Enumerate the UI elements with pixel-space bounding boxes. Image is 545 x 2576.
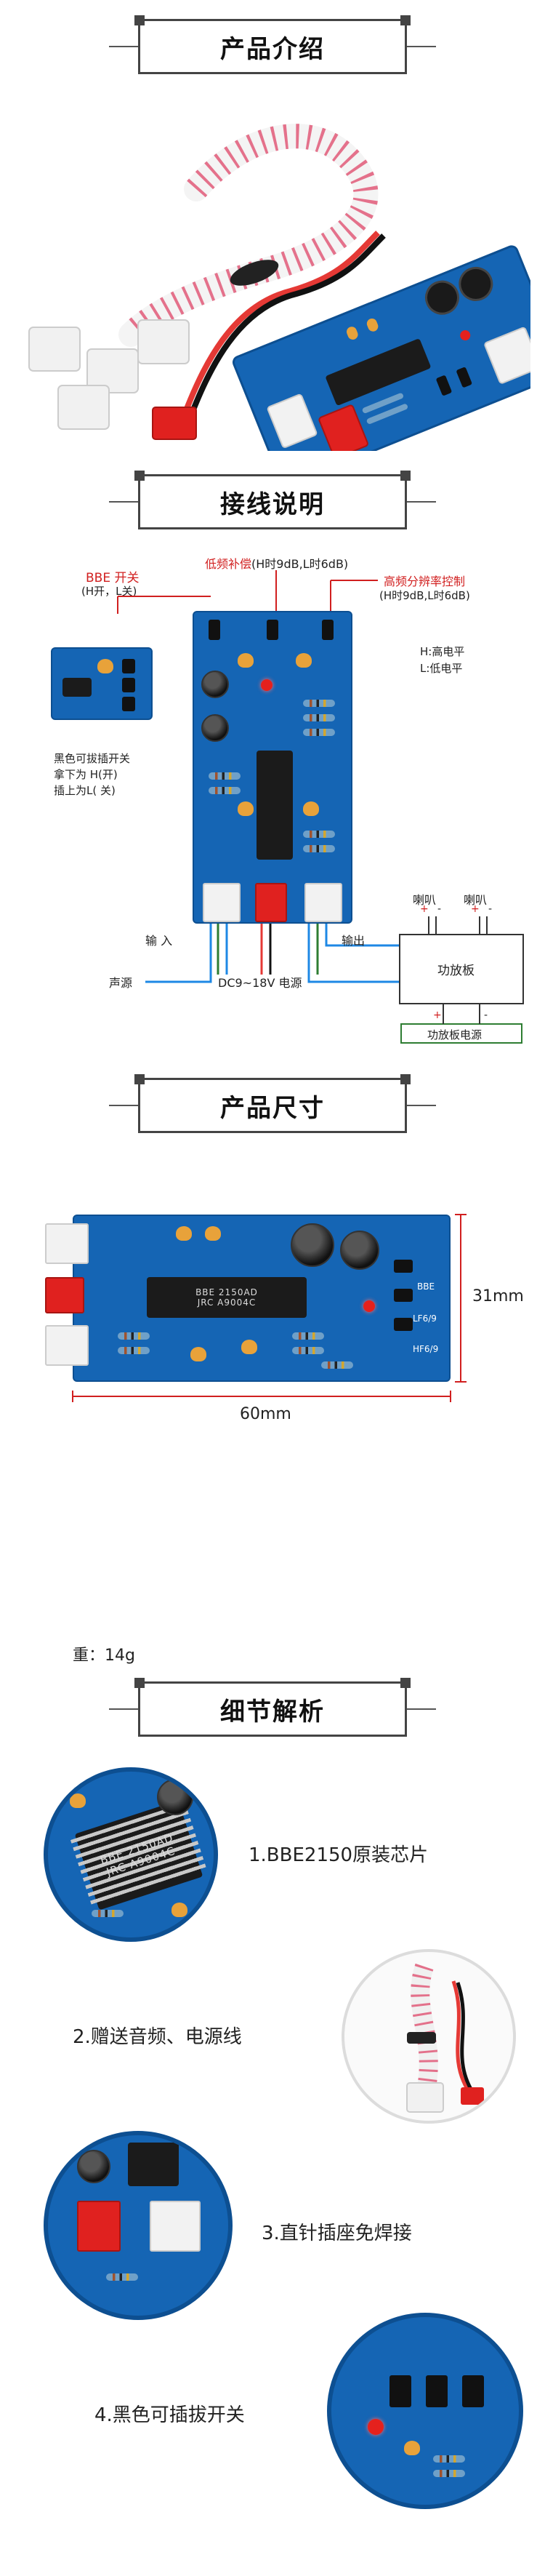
- amp-power-label: 功放板电源: [427, 1028, 483, 1041]
- detail-item-3: 3.直针插座免焊接: [262, 2223, 412, 2244]
- side-label-lf: LF6/9: [413, 1313, 437, 1324]
- weight-label: 重：14g: [73, 1647, 135, 1665]
- product-illustration: [28, 124, 545, 487]
- section-header-size: 产品尺寸: [0, 1074, 545, 1135]
- jumper-inset: [51, 647, 153, 720]
- side-label-bbe: BBE: [417, 1281, 435, 1292]
- bbe-switch-label: BBE 开关: [86, 571, 140, 585]
- height-dimension: 31mm: [472, 1287, 524, 1305]
- section-title: 接线说明: [134, 471, 411, 529]
- detail-item-1: 1.BBE2150原装芯片: [249, 1844, 429, 1866]
- detail-cable-photo: [342, 1949, 516, 2124]
- power-label: DC9~18V 电源: [218, 976, 302, 990]
- input-label: 输 入: [145, 934, 173, 948]
- leader-lines: [117, 570, 524, 1044]
- wiring-pcb: [193, 611, 352, 924]
- side-label-hf: HF6/9: [413, 1344, 439, 1354]
- legend-low: L:低电平: [420, 662, 463, 675]
- wiring-diagram: BBE 开关 (H开，L关) 低频补偿(H时9dB,L时6dB) 高频分辨率控制…: [0, 538, 545, 1062]
- detail-item-2: 2.赠送音频、电源线: [73, 2026, 242, 2048]
- speaker-right-plus: +: [471, 903, 480, 915]
- jumper-note-2: 拿下为 H(开): [54, 768, 118, 781]
- amp-label: 功放板: [437, 964, 475, 978]
- hf-control-note: (H时9dB,L时6dB): [379, 589, 470, 602]
- hf-control-label: 高频分辨率控制: [384, 575, 466, 588]
- bass-comp-label: 低频补偿(H时9dB,L时6dB): [205, 557, 349, 571]
- legend-high: H:高电平: [420, 645, 465, 658]
- speaker-left-label: 喇叭: [413, 893, 437, 907]
- section-title: 产品尺寸: [134, 1074, 411, 1133]
- detail-item-4: 4.黑色可插拔开关: [94, 2404, 245, 2426]
- source-label: 声源: [109, 976, 133, 990]
- cable-illustration: [406, 1963, 484, 2113]
- dimension-lines: [72, 1214, 467, 1402]
- section-header-wiring: 接线说明: [0, 471, 545, 531]
- width-dimension: 60mm: [240, 1405, 291, 1423]
- speaker-left-plus: +: [420, 903, 429, 915]
- detail-connector-photo: [44, 2131, 233, 2320]
- amp-power-minus: -: [484, 1009, 488, 1021]
- section-header-intro: 产品介绍: [0, 15, 545, 76]
- section-title: 细节解析: [134, 1678, 411, 1737]
- speaker-right-minus: -: [488, 903, 493, 915]
- section-title: 产品介绍: [134, 15, 411, 74]
- speaker-left-minus: -: [437, 903, 442, 915]
- jumper-note-1: 黑色可拔插开关: [54, 752, 131, 765]
- output-label: 输出: [342, 934, 366, 948]
- product-photo: [15, 87, 545, 487]
- amp-power-plus: +: [433, 1009, 442, 1021]
- speaker-right-label: 喇叭: [464, 893, 488, 907]
- detail-jumper-photo: [327, 2313, 523, 2509]
- jumper-note-3: 插上为L( 关): [54, 784, 116, 797]
- bbe-switch-note: (H开，L关): [81, 585, 137, 598]
- section-header-details: 细节解析: [0, 1678, 545, 1738]
